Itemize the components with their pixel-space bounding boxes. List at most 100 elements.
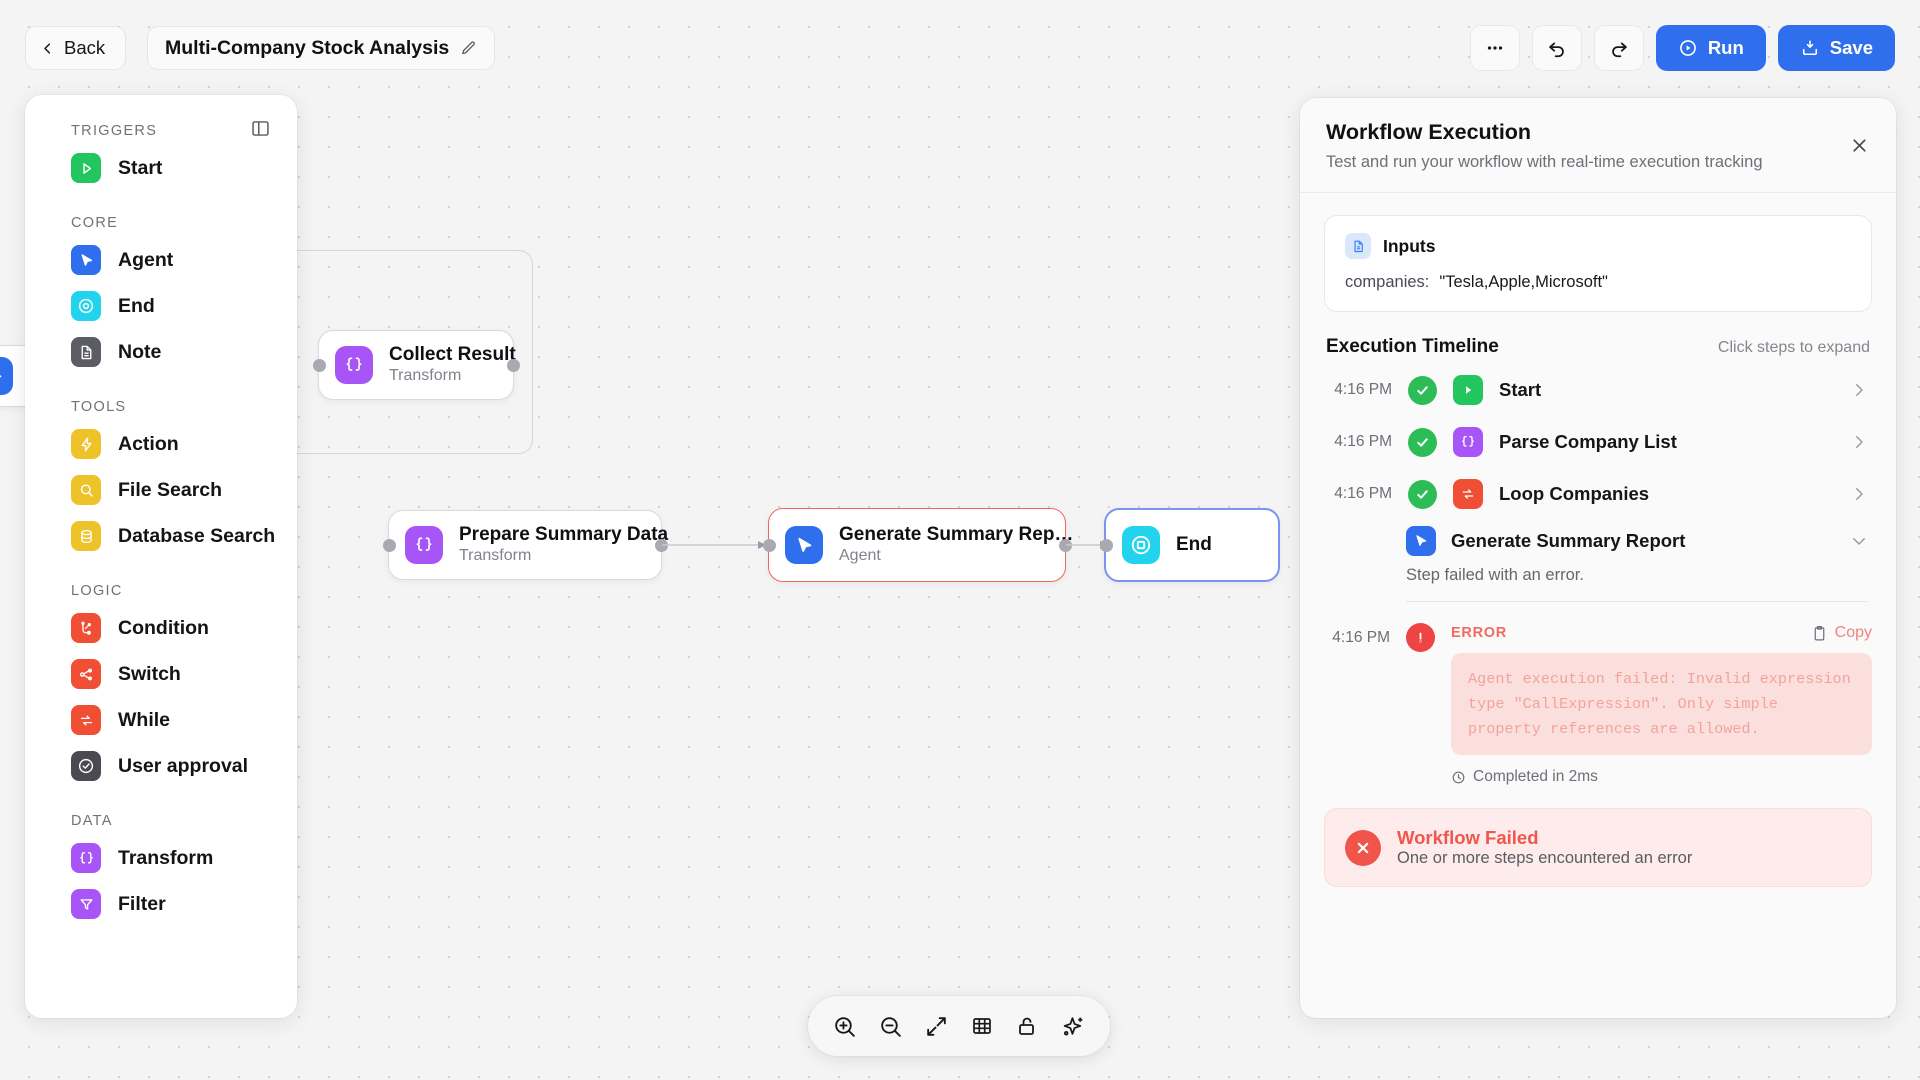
palette-item-label: Condition xyxy=(118,616,209,639)
palette-item-switch[interactable]: Switch xyxy=(25,651,297,697)
palette-item-user-approval[interactable]: User approval xyxy=(25,743,297,789)
collapse-panel-icon[interactable] xyxy=(250,118,271,144)
lock-icon[interactable] xyxy=(1009,1008,1045,1044)
save-label: Save xyxy=(1829,37,1873,58)
cursor-icon xyxy=(785,526,823,564)
palette-item-start[interactable]: Start xyxy=(25,145,297,191)
chevron-right-icon[interactable] xyxy=(1850,433,1868,451)
loop-icon xyxy=(71,705,101,735)
step-label: Parse Company List xyxy=(1499,431,1677,452)
loop-icon xyxy=(1453,479,1483,509)
workflow-title-pill[interactable]: Multi-Company Stock Analysis xyxy=(147,26,496,70)
palette-item-label: User approval xyxy=(118,754,249,777)
failure-title: Workflow Failed xyxy=(1397,827,1539,849)
copy-error-button[interactable]: Copy xyxy=(1811,624,1872,642)
chevron-right-icon[interactable] xyxy=(1850,381,1868,399)
node-input-port[interactable] xyxy=(762,538,776,552)
step-label: Start xyxy=(1499,379,1542,400)
inputs-header: Inputs xyxy=(1345,233,1851,259)
timeline-step-parse-company-list[interactable]: 4:16 PM Parse Company List xyxy=(1324,416,1872,468)
palette-item-action[interactable]: Action xyxy=(25,421,297,467)
top-toolbar: Back Multi-Company Stock Analysis Run Sa… xyxy=(0,0,1920,82)
close-circle-icon xyxy=(1345,829,1381,866)
run-button[interactable]: Run xyxy=(1655,25,1766,71)
undo-icon xyxy=(1549,42,1564,58)
palette-item-agent[interactable]: Agent xyxy=(25,237,297,283)
timeline-header: Execution Timeline Click steps to expand xyxy=(1326,336,1870,358)
pencil-icon[interactable] xyxy=(460,40,477,57)
palette-section-tools: TOOLS xyxy=(71,399,127,415)
node-input-port[interactable] xyxy=(1099,538,1113,552)
step-message: Step failed with an error. xyxy=(1406,566,1584,584)
fit-view-icon[interactable] xyxy=(918,1008,954,1044)
redo-button[interactable] xyxy=(1593,25,1644,71)
redo-icon xyxy=(1612,42,1627,58)
braces-icon xyxy=(71,843,101,873)
cursor-icon xyxy=(0,357,13,395)
step-time: 4:16 PM xyxy=(1334,381,1392,398)
palette-section-data: DATA xyxy=(71,813,113,829)
error-header: ERROR Copy xyxy=(1451,624,1872,642)
palette-item-label: Agent xyxy=(118,248,174,271)
zoom-in-icon[interactable] xyxy=(827,1008,863,1044)
auto-layout-icon[interactable] xyxy=(1055,1008,1091,1044)
panel-title: Workflow Execution xyxy=(1326,120,1532,144)
node-output-port[interactable] xyxy=(506,358,520,372)
close-icon[interactable] xyxy=(1846,132,1872,158)
palette-item-condition[interactable]: Condition xyxy=(25,605,297,651)
undo-button[interactable] xyxy=(1531,25,1582,71)
palette-item-file-search[interactable]: File Search xyxy=(25,467,297,513)
status-success-icon xyxy=(1408,479,1437,509)
node-input-port[interactable] xyxy=(382,538,396,552)
palette-item-label: While xyxy=(118,708,170,731)
timeline-title: Execution Timeline xyxy=(1326,336,1499,357)
palette-item-label: End xyxy=(118,294,155,317)
clipboard-icon xyxy=(1814,625,1824,640)
canvas-node-prepare-summary-data[interactable]: Prepare Summary Data Transform xyxy=(382,510,668,580)
canvas-node-collect-result[interactable]: Collect Result Transform xyxy=(312,330,520,400)
node-subtitle: Agent xyxy=(839,546,881,564)
error-block: 4:16 PM ERROR Copy Agent execution faile… xyxy=(1324,608,1872,786)
palette-item-label: Note xyxy=(118,340,162,363)
status-success-icon xyxy=(1408,427,1437,457)
palette-header: TRIGGERS xyxy=(25,117,297,145)
braces-icon xyxy=(405,526,443,564)
chevron-right-icon[interactable] xyxy=(1850,485,1868,503)
canvas-toolbar[interactable] xyxy=(808,996,1110,1056)
database-icon xyxy=(71,521,101,551)
inputs-card: Inputs companies: "Tesla,Apple,Microsoft… xyxy=(1324,215,1872,312)
workflow-execution-panel: Workflow Execution Test and run your wor… xyxy=(1300,98,1896,1018)
node-output-port[interactable] xyxy=(1058,538,1072,552)
node-output-port[interactable] xyxy=(654,538,668,552)
timeline-step-start[interactable]: 4:16 PM Start xyxy=(1324,364,1872,416)
back-button[interactable]: Back xyxy=(25,26,127,70)
palette-item-label: Filter xyxy=(118,892,166,915)
save-button[interactable]: Save xyxy=(1777,25,1895,71)
more-options-button[interactable] xyxy=(1469,25,1520,71)
expanded-step-header[interactable]: Generate Summary Report xyxy=(1406,526,1868,556)
switch-icon xyxy=(71,659,101,689)
inputs-title: Inputs xyxy=(1383,235,1436,256)
palette-item-transform[interactable]: Transform xyxy=(25,835,297,881)
palette-item-note[interactable]: Note xyxy=(25,329,297,375)
failure-subtitle: One or more steps encountered an error xyxy=(1397,849,1693,868)
divider xyxy=(1406,601,1868,602)
zoom-out-icon[interactable] xyxy=(872,1008,908,1044)
node-title: Prepare Summary Data xyxy=(459,524,669,546)
play-circle-icon xyxy=(1679,40,1696,56)
grid-icon[interactable] xyxy=(964,1008,1000,1044)
palette-item-database-search[interactable]: Database Search xyxy=(25,513,297,559)
chevron-down-icon[interactable] xyxy=(1850,532,1868,550)
target-icon xyxy=(71,291,101,321)
node-input-port[interactable] xyxy=(312,358,326,372)
input-key: companies: xyxy=(1345,273,1430,291)
canvas-node-generate-summary-report[interactable]: Generate Summary Rep… Agent xyxy=(762,508,1073,582)
palette-item-while[interactable]: While xyxy=(25,697,297,743)
canvas-node-end[interactable]: End xyxy=(1099,508,1280,582)
back-label: Back xyxy=(64,37,106,58)
play-icon xyxy=(1453,375,1483,405)
palette-item-filter[interactable]: Filter xyxy=(25,881,297,927)
palette-item-end[interactable]: End xyxy=(25,283,297,329)
node-title: Collect Result xyxy=(389,344,516,366)
timeline-step-loop-companies[interactable]: 4:16 PM Loop Companies xyxy=(1324,468,1872,520)
